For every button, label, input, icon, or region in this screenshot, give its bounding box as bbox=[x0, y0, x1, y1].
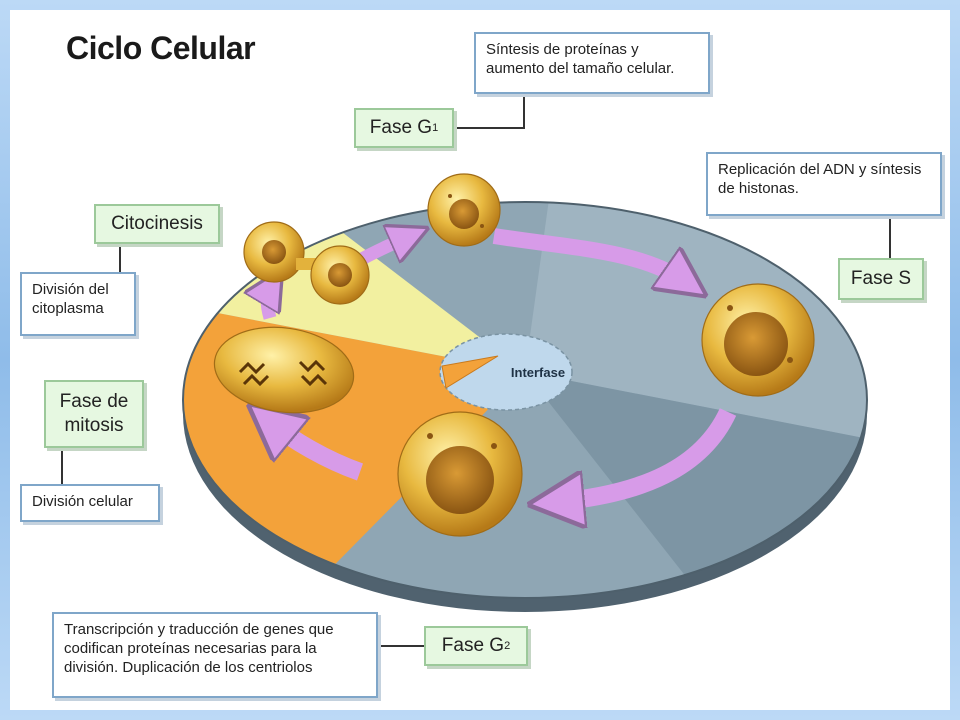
g2-name: Fase G bbox=[441, 635, 505, 656]
connector-g1 bbox=[454, 96, 525, 129]
s-description: Replicación del ADN y síntesis de histon… bbox=[718, 161, 922, 197]
citocinesis-name: Citocinesis bbox=[111, 213, 203, 234]
g2-subscript: 2 bbox=[504, 640, 511, 652]
interfase-label: Interfase bbox=[511, 365, 565, 380]
cell-mitosis bbox=[213, 326, 355, 414]
mitosis-description: División celular bbox=[32, 493, 133, 510]
mitosis-name: Fase de mitosis bbox=[59, 391, 129, 436]
arrow-s-to-g2 bbox=[556, 407, 737, 502]
s-phase-label: Fase S bbox=[838, 258, 924, 300]
arrow-cytokinesis-to-g1 bbox=[356, 236, 410, 266]
citocinesis-phase-label: Citocinesis bbox=[94, 204, 220, 244]
interfase-center bbox=[439, 333, 573, 411]
cell-cytokinesis bbox=[243, 221, 370, 305]
g1-subscript: 1 bbox=[432, 122, 439, 134]
g2-description-box: Transcripción y traducción de genes que … bbox=[52, 612, 378, 698]
g1-description: Síntesis de proteínas y aumento del tama… bbox=[486, 41, 675, 77]
citocinesis-description: División del citoplasma bbox=[32, 281, 109, 317]
g1-name: Fase G bbox=[369, 117, 433, 138]
mitosis-phase-label: Fase de mitosis bbox=[44, 380, 144, 448]
g2-description: Transcripción y traducción de genes que … bbox=[64, 621, 334, 676]
arrow-g2-to-mitosis bbox=[270, 422, 364, 481]
citocinesis-description-box: División del citoplasma bbox=[20, 272, 136, 336]
page-title: Ciclo Celular bbox=[66, 30, 256, 66]
s-name: Fase S bbox=[850, 268, 912, 289]
cell-s bbox=[701, 283, 815, 397]
cell-g1 bbox=[427, 173, 501, 247]
cell-g2 bbox=[397, 411, 523, 537]
mitosis-wedge-center bbox=[441, 355, 499, 389]
g1-description-box: Síntesis de proteínas y aumento del tama… bbox=[474, 32, 710, 94]
s-description-box: Replicación del ADN y síntesis de histon… bbox=[706, 152, 942, 216]
arrow-mitosis-to-cytokinesis bbox=[267, 286, 272, 320]
arrow-g1-to-s bbox=[492, 228, 686, 282]
mitosis-description-box: División celular bbox=[20, 484, 160, 522]
